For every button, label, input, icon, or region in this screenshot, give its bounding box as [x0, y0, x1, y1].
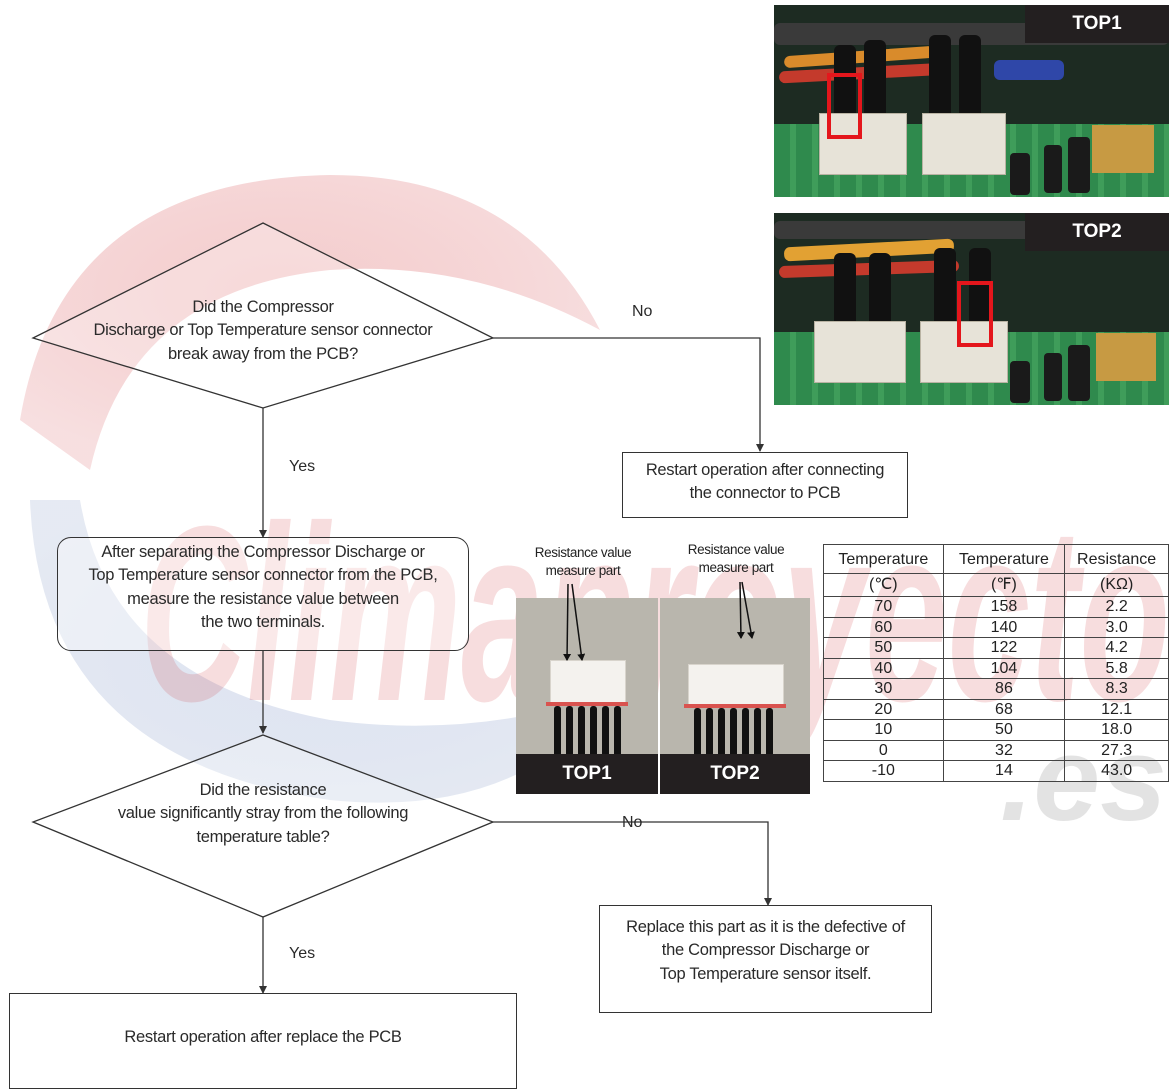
- table-cell: 68: [942, 698, 1066, 720]
- table-cell: 8.3: [1064, 678, 1169, 700]
- table-cell: 3.0: [1064, 616, 1169, 638]
- pcb-photo-top2: TOP2: [774, 213, 1169, 405]
- decision-1-text: Did the Compressor Discharge or Top Temp…: [93, 298, 433, 363]
- table-cell: 122: [942, 637, 1066, 659]
- table-cell: 2.2: [1064, 596, 1169, 618]
- connector-photo-top1: TOP1: [516, 598, 658, 794]
- table-cell: 10: [823, 719, 944, 741]
- connector-label-top2: TOP2: [660, 754, 810, 794]
- header-unit-f: (℉): [942, 573, 1066, 597]
- table-cell: 32: [942, 739, 1066, 761]
- table-cell: 86: [942, 678, 1066, 700]
- temperature-resistance-table: Temperature Temperature Resistance (℃) (…: [823, 544, 1169, 782]
- connector-label-top1: TOP1: [516, 754, 658, 794]
- header-temp-c: Temperature: [823, 544, 944, 574]
- measure-resistance-text: After separating the Compressor Discharg…: [88, 543, 438, 632]
- pcb-photo-top1: TOP1: [774, 5, 1169, 197]
- photo-label-top1: TOP1: [1025, 5, 1169, 43]
- measure-label-top2: Resistance value measure part: [687, 542, 785, 575]
- restart-connect-box: [622, 452, 908, 518]
- table-cell: 20: [823, 698, 944, 720]
- replace-pcb-box: [9, 993, 517, 1089]
- decision-1-no-label: No: [632, 303, 653, 320]
- replace-pcb-text: Restart operation after replace the PCB: [124, 1028, 402, 1046]
- table-cell: 43.0: [1064, 760, 1169, 782]
- connector-photo-top2: TOP2: [660, 598, 810, 794]
- table-cell: -10: [823, 760, 944, 782]
- table-cell: 50: [823, 637, 944, 659]
- table-cell: 27.3: [1064, 739, 1169, 761]
- highlight-box-top2: [957, 281, 993, 347]
- table-cell: 70: [823, 596, 944, 618]
- table-header-row: Temperature Temperature Resistance: [823, 544, 1169, 574]
- header-resistance: Resistance: [1064, 544, 1169, 574]
- decision-2-no-label: No: [622, 814, 643, 831]
- table-cell: 40: [823, 657, 944, 679]
- table-cell: 60: [823, 616, 944, 638]
- table-cell: 30: [823, 678, 944, 700]
- measure-resistance-box: [57, 537, 469, 651]
- decision-2-yes-label: Yes: [289, 945, 316, 962]
- decision-1-yes-label: Yes: [289, 458, 316, 475]
- table-cell: 104: [942, 657, 1066, 679]
- table-cell: 14: [942, 760, 1066, 782]
- header-temp-f: Temperature: [942, 544, 1066, 574]
- header-unit-c: (℃): [823, 573, 944, 597]
- table-cell: 50: [942, 719, 1066, 741]
- replace-sensor-box: [599, 905, 932, 1013]
- decision-2-text: Did the resistance value significantly s…: [117, 781, 409, 846]
- photo-label-top2: TOP2: [1025, 213, 1169, 251]
- table-cell: 5.8: [1064, 657, 1169, 679]
- table-cell: 158: [942, 596, 1066, 618]
- table-cell: 0: [823, 739, 944, 761]
- table-cell: 12.1: [1064, 698, 1169, 720]
- table-cell: 140: [942, 616, 1066, 638]
- table-cell: 18.0: [1064, 719, 1169, 741]
- table-header-unit-row: (℃) (℉) (KΩ): [823, 573, 1169, 597]
- table-cell: 4.2: [1064, 637, 1169, 659]
- highlight-box-top1: [827, 73, 862, 139]
- replace-sensor-text: Replace this part as it is the defective…: [626, 918, 905, 983]
- restart-connect-text: Restart operation after connecting the c…: [645, 461, 885, 503]
- header-unit-kohm: (KΩ): [1064, 573, 1169, 597]
- measure-label-top1: Resistance value measure part: [534, 545, 632, 578]
